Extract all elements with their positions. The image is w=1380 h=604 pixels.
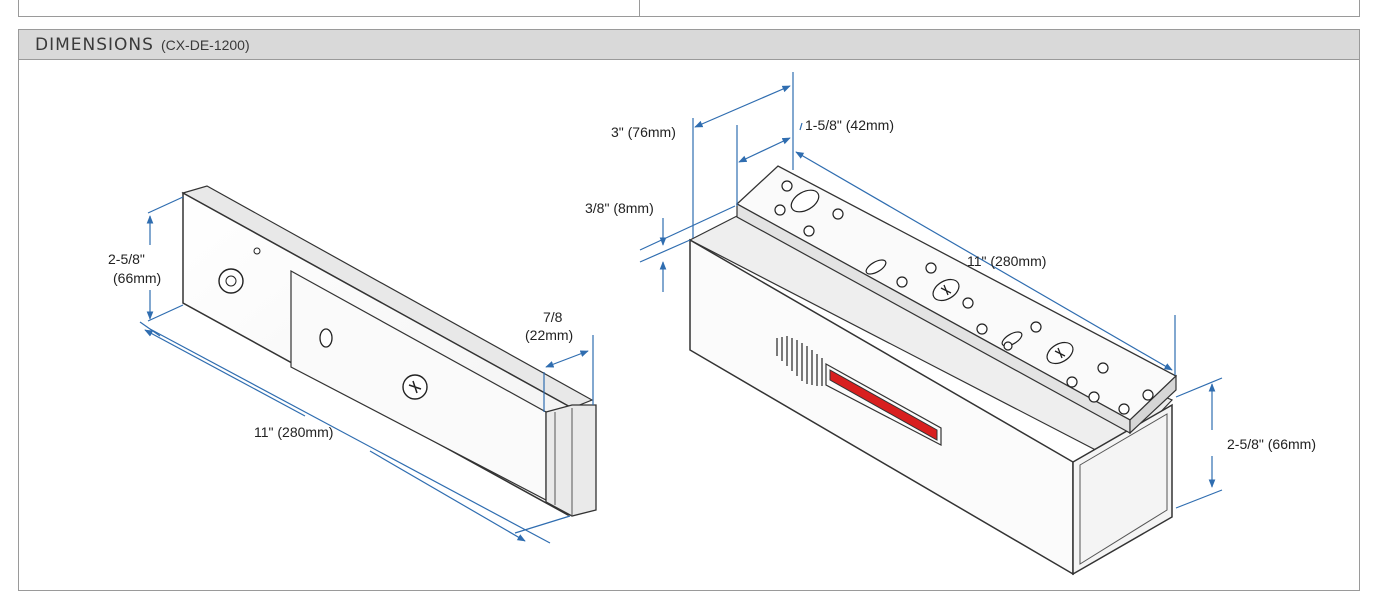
right-length-label: 11" (280mm)	[967, 253, 1046, 269]
right-dimension-lines	[639, 72, 1223, 509]
dimensions-header: DIMENSIONS (CX-DE-1200)	[18, 29, 1360, 60]
left-magnet-drawing	[181, 185, 597, 517]
right-height-label: 2-5/8" (66mm)	[1227, 436, 1316, 452]
model-number: (CX-DE-1200)	[160, 36, 250, 53]
dimensions-panel	[18, 59, 1360, 591]
left-height-label-2: (66mm)	[113, 270, 161, 286]
left-depth-label-1: 7/8	[543, 309, 563, 325]
right-plate-width-label: 1-5/8" (42mm)	[805, 117, 894, 133]
top-table-divider	[639, 0, 640, 17]
section-title: DIMENSIONS	[35, 34, 154, 55]
led-indicator	[829, 369, 938, 441]
left-length-label: 11" (280mm)	[254, 424, 333, 440]
left-dimension-lines	[139, 196, 594, 544]
right-plate-thickness-label: 3/8" (8mm)	[585, 200, 654, 216]
right-width-label: 3" (76mm)	[611, 124, 676, 140]
left-depth-label-2: (22mm)	[525, 327, 573, 343]
right-magnet-drawing	[688, 165, 1178, 576]
top-table-cells	[18, 0, 1360, 17]
left-height-label-1: 2-5/8"	[108, 251, 145, 267]
